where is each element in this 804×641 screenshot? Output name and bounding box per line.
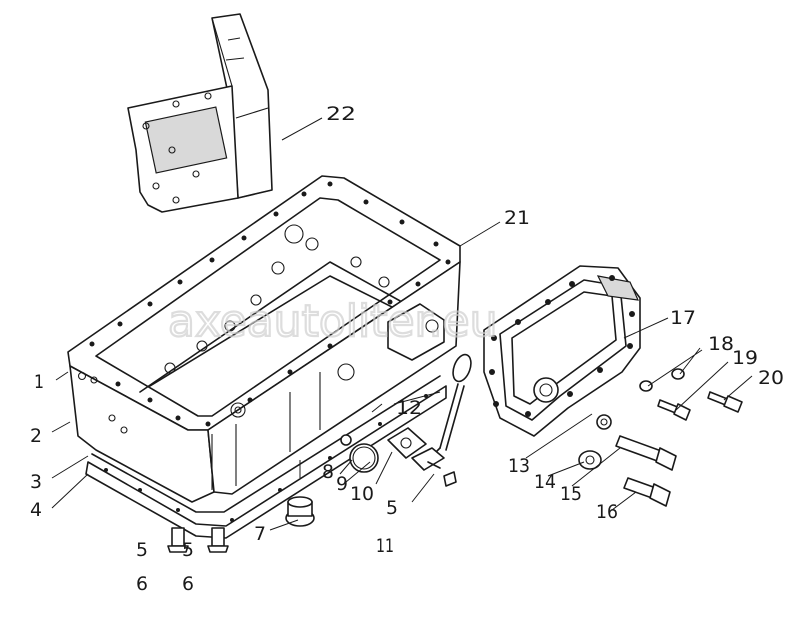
part-20-bolt (707, 391, 743, 413)
part-5-bolt-small (443, 471, 457, 487)
callout-2: 2 (30, 425, 42, 447)
part-7-drain-plug (285, 496, 315, 527)
callout-1: 1 (34, 371, 44, 393)
callout-10: 10 (350, 483, 374, 505)
part-oil-pan (67, 175, 461, 539)
part-22-cover-plate (127, 13, 273, 213)
callout-17: 17 (670, 307, 696, 329)
callout-15: 15 (560, 483, 582, 505)
callout-13: 13 (508, 455, 530, 477)
callout-9: 9 (336, 473, 348, 495)
part-16-bolt (623, 477, 671, 507)
callout-22: 22 (326, 103, 356, 125)
callout-8: 8 (322, 461, 334, 483)
leader-lines (51, 117, 753, 531)
part-14-nut (578, 450, 602, 470)
part-5-6-bolts-left (167, 527, 229, 553)
part-9-tube-flange (411, 447, 445, 471)
callout-12: 12 (396, 397, 422, 419)
callout-11: 11 (376, 535, 394, 557)
callout-5c: 5 (386, 497, 398, 519)
part-13-washer (596, 414, 612, 430)
callout-6b: 6 (182, 573, 194, 595)
callout-7: 7 (254, 523, 266, 545)
callout-20: 20 (758, 367, 784, 389)
callout-21: 21 (504, 207, 530, 229)
callout-6a: 6 (136, 573, 148, 595)
part-18-washer-nut (639, 368, 685, 392)
callout-19: 19 (732, 347, 758, 369)
part-19-stud (657, 399, 691, 421)
callouts: 22 21 17 18 19 20 1 2 3 4 12 8 9 10 5 11… (30, 103, 784, 595)
watermark: axeautoliter.eu (168, 296, 498, 347)
part-10-flange-gasket (387, 427, 427, 459)
callout-3: 3 (30, 471, 42, 493)
part-8-o-ring (340, 434, 379, 473)
callout-18: 18 (708, 333, 734, 355)
callout-14: 14 (534, 471, 556, 493)
part-17-front-cover (483, 265, 641, 437)
part-15-bolt (615, 435, 677, 471)
callout-4: 4 (30, 499, 42, 521)
callout-16: 16 (596, 501, 618, 523)
callout-5b: 5 (182, 539, 194, 561)
callout-5a: 5 (136, 539, 148, 561)
